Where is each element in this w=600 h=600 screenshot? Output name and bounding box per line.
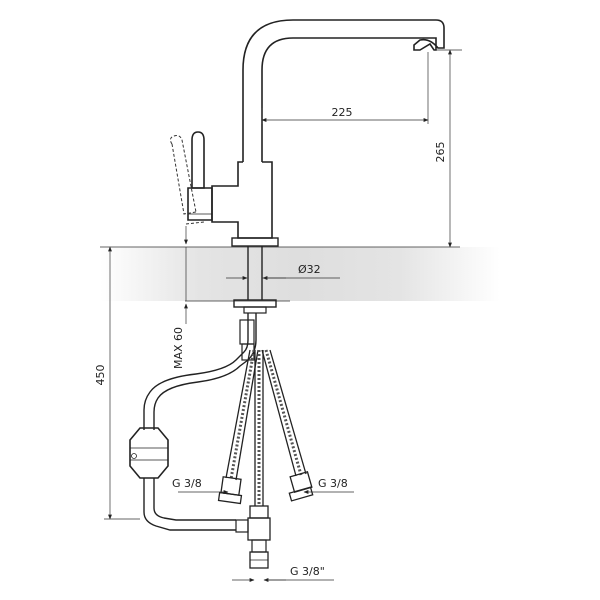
dimension-spout-reach: 225 — [261, 52, 429, 124]
supply-hose-right — [261, 349, 314, 502]
supply-hose-left — [217, 349, 259, 505]
mount-diameter-label: Ø32 — [298, 263, 321, 276]
faucet-spout — [242, 19, 445, 162]
dimension-hose-length: 450 — [94, 246, 140, 520]
hose-length-label: 450 — [94, 365, 107, 386]
mounting-shank — [233, 246, 277, 314]
dimension-max-deck: MAX 60 — [172, 226, 188, 369]
inlet-left-label: G 3/8 — [172, 477, 202, 490]
dimension-inlet-bottom: G 3/8" — [232, 565, 334, 582]
supply-hose-center — [235, 350, 271, 569]
faucet-body — [211, 161, 279, 247]
dimension-inlet-right: G 3/8 — [303, 477, 354, 494]
inlet-right-label: G 3/8 — [318, 477, 348, 490]
spout-height-label: 265 — [434, 142, 447, 163]
inlet-bottom-label: G 3/8" — [290, 565, 325, 578]
max-deck-label: MAX 60 — [172, 327, 185, 369]
dimension-mount-diameter: Ø32 — [226, 263, 340, 280]
dimension-inlet-left: G 3/8 — [172, 477, 229, 494]
dimension-spout-height: 265 — [434, 49, 462, 248]
countertop-section — [100, 247, 500, 301]
spout-reach-label: 225 — [332, 106, 353, 119]
lever-handle — [169, 131, 213, 225]
hose-weight — [129, 427, 169, 479]
